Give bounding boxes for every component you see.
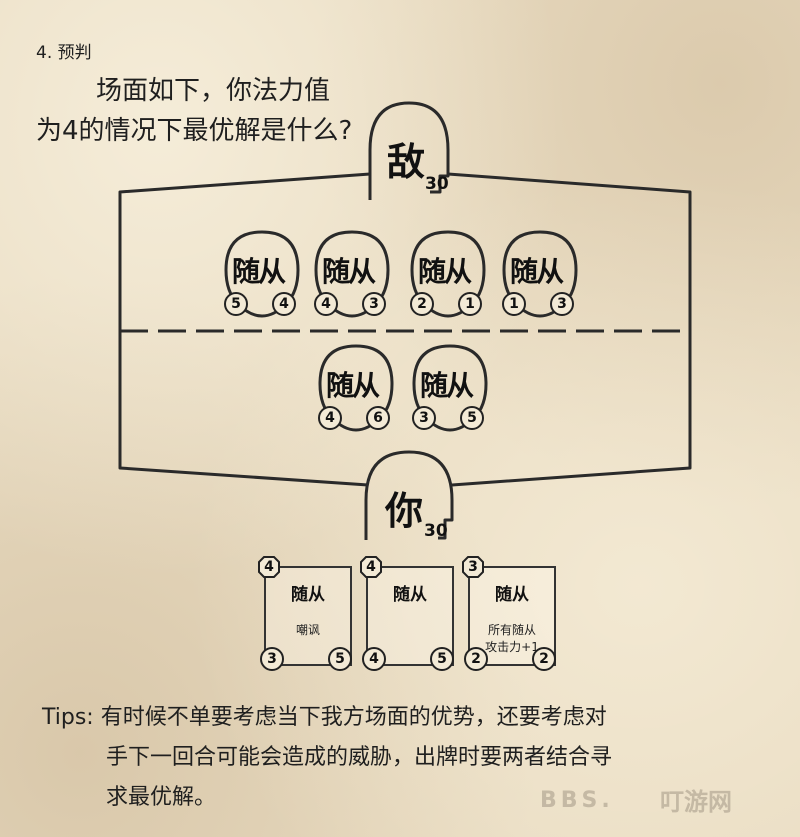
card-attack: 2 [464, 647, 488, 671]
minion-health: 6 [366, 406, 390, 430]
minion-frame [412, 344, 488, 432]
card-cost: 3 [462, 556, 484, 578]
question-line-1: 场面如下，你法力值 [96, 76, 331, 106]
minion-attack: 5 [224, 292, 248, 316]
minion-attack: 4 [314, 292, 338, 316]
minion-attack: 1 [502, 292, 526, 316]
minion-health: 5 [460, 406, 484, 430]
card-attack: 4 [362, 647, 386, 671]
minion-health: 3 [362, 292, 386, 316]
minion-health: 3 [550, 292, 574, 316]
minion-frame [224, 230, 300, 318]
tips-line-1: Tips: 有时候不单要考虑当下我方场面的优势，还要考虑对 [42, 705, 607, 730]
card-name: 随从 [291, 585, 325, 605]
card-cost: 4 [360, 556, 382, 578]
minion-label: 随从 [510, 255, 564, 288]
card-attack: 3 [260, 647, 284, 671]
enemy-hero-label[interactable]: 敌 [387, 140, 426, 184]
card-name: 随从 [393, 585, 427, 605]
player-hero-label[interactable]: 你 [385, 489, 424, 533]
card-cost-value: 3 [468, 559, 478, 575]
minion-label: 随从 [322, 255, 376, 288]
player-hero-health: 30 [424, 521, 448, 541]
tips-text: Tips: 有时候不单要考虑当下我方场面的优势，还要考虑对 手下一回合可能会造成… [42, 698, 612, 818]
hand-card[interactable]: 随从所有随从 攻击力+1 [468, 566, 556, 666]
question-number: 4. 预判 [36, 43, 92, 63]
card-cost: 4 [258, 556, 280, 578]
minion-label: 随从 [418, 255, 472, 288]
question-line-2: 为4的情况下最优解是什么? [36, 116, 353, 146]
enemy-hero-frame [368, 101, 450, 200]
minion-attack: 3 [412, 406, 436, 430]
minion-frame [314, 230, 390, 318]
minion-label: 随从 [232, 255, 286, 288]
minion-label: 随从 [420, 369, 474, 402]
watermark-logo: 叮游网 [660, 788, 732, 816]
minion-health: 4 [272, 292, 296, 316]
tips-line-2: 手下一回合可能会造成的威胁，出牌时要两者结合寻 [106, 745, 613, 770]
card-cost-value: 4 [264, 559, 274, 575]
card-health: 2 [532, 647, 556, 671]
player-hero-frame [364, 450, 454, 540]
enemy-hero-health: 30 [425, 174, 449, 194]
minion-attack: 4 [318, 406, 342, 430]
card-text: 所有随从 攻击力+1 [485, 623, 539, 654]
minion-attack: 2 [410, 292, 434, 316]
card-name: 随从 [495, 585, 529, 605]
watermark-text: BBS. [540, 788, 614, 813]
card-cost-value: 4 [366, 559, 376, 575]
tips-line-3: 求最优解。 [106, 785, 217, 810]
card-health: 5 [328, 647, 352, 671]
minion-frame [318, 344, 394, 432]
card-text: 嘲讽 [295, 623, 320, 637]
card-health: 5 [430, 647, 454, 671]
minion-frame [410, 230, 486, 318]
minion-frame [502, 230, 578, 318]
minion-label: 随从 [326, 369, 380, 402]
minion-health: 1 [458, 292, 482, 316]
